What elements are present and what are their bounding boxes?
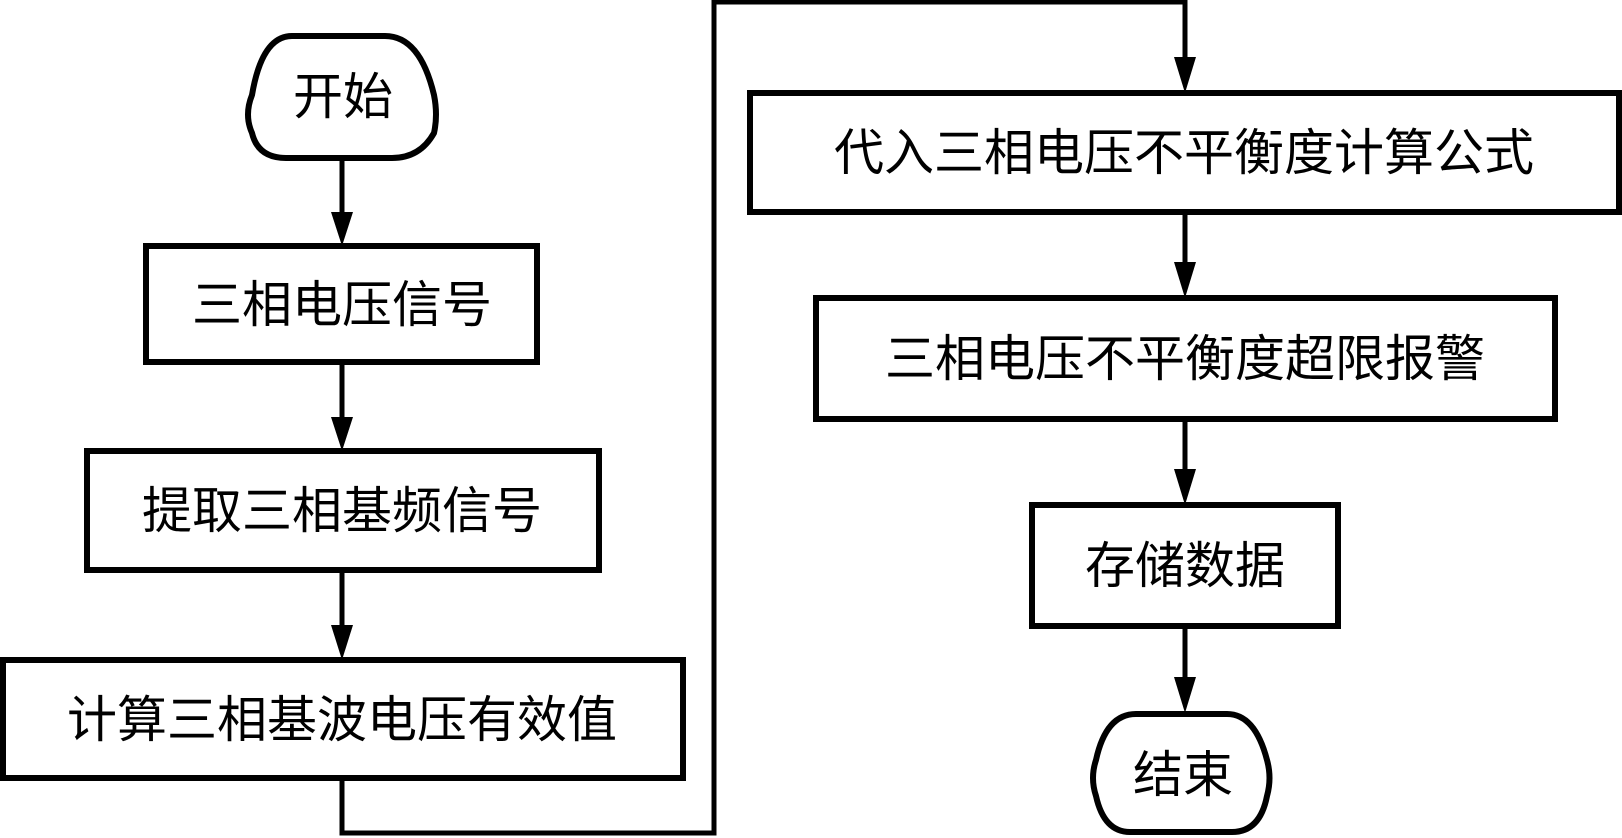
node-label: 代入三相电压不平衡度计算公式: [834, 124, 1534, 182]
terminal-shape: [245, 33, 439, 161]
node-label: 开始: [293, 68, 393, 126]
node-unbalance-alarm: 三相电压不平衡度超限报警: [813, 295, 1558, 422]
arrow-n2-n3: [331, 625, 353, 660]
node-store-data: 存储数据: [1029, 502, 1341, 629]
arrow-n1-n2: [331, 417, 353, 451]
node-label: 三相电压不平衡度超限报警: [885, 330, 1485, 388]
node-start: 开始: [245, 33, 439, 161]
node-three-phase-voltage-signal: 三相电压信号: [143, 243, 540, 365]
node-label: 三相电压信号: [192, 276, 492, 334]
node-label: 结束: [1133, 746, 1233, 804]
process-box: [747, 90, 1622, 215]
connectors: [331, 0, 1196, 836]
terminal-shape: [1090, 711, 1273, 835]
node-label: 提取三相基频信号: [142, 482, 542, 540]
edge-n3-n4: [339, 0, 1188, 836]
arrow-n5-n6: [1174, 469, 1196, 505]
arrow-n6-end: [1174, 677, 1196, 713]
node-label: 计算三相基波电压有效值: [67, 691, 617, 749]
node-extract-fundamental-signal: 提取三相基频信号: [84, 448, 602, 573]
node-apply-unbalance-formula: 代入三相电压不平衡度计算公式: [747, 90, 1622, 215]
arrow-start-n1: [331, 212, 353, 246]
node-label: 存储数据: [1085, 537, 1285, 595]
process-box: [0, 657, 686, 781]
arrow-n4-n5: [1174, 262, 1196, 298]
process-box: [813, 295, 1558, 422]
process-box: [1029, 502, 1341, 629]
arrow-n3-n4: [1174, 57, 1196, 93]
process-box: [143, 243, 540, 365]
node-end: 结束: [1090, 711, 1273, 835]
node-calc-rms: 计算三相基波电压有效值: [0, 657, 686, 781]
process-box: [84, 448, 602, 573]
